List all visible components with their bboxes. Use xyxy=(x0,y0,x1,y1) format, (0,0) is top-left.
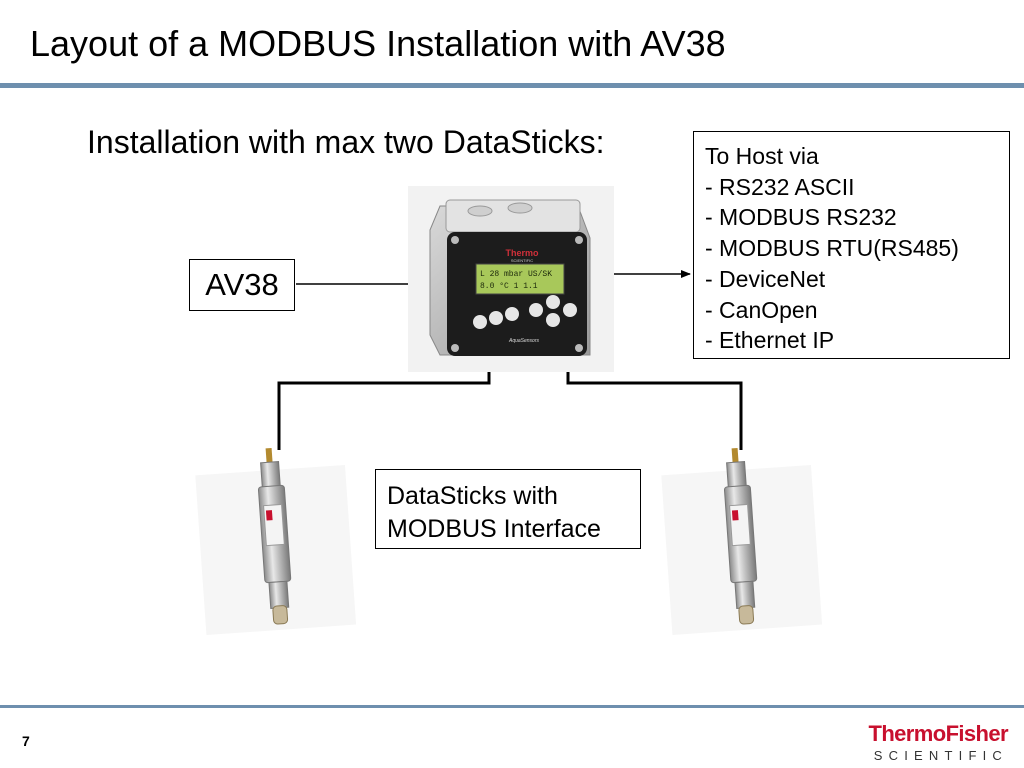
footer-divider xyxy=(0,705,1024,708)
device-brand: Thermo xyxy=(505,248,539,258)
datasticks-label-box: DataSticks with MODBUS Interface xyxy=(375,469,641,549)
host-connections-box: To Host via - RS232 ASCII - MODBUS RS232… xyxy=(693,131,1010,359)
device-brand-sub: SCIENTIFIC xyxy=(511,258,533,263)
host-line: - MODBUS RTU(RS485) xyxy=(705,233,1009,264)
device-footer-label: AquaSensors xyxy=(508,338,540,344)
host-line: - MODBUS RS232 xyxy=(705,202,1009,233)
datasticks-line: DataSticks with xyxy=(387,480,640,513)
device-screen-line2: 8.0 °C 1 1.1 xyxy=(480,282,538,291)
av38-label-box: AV38 xyxy=(189,259,295,311)
host-line: To Host via xyxy=(705,141,1009,172)
logo-wordmark: ThermoFisher xyxy=(869,722,1009,746)
logo-subtext: SCIENTIFIC xyxy=(869,748,1009,764)
device-screen-line1: L 28 mbar US/SK xyxy=(480,270,552,279)
page-number: 7 xyxy=(22,733,30,749)
host-line: - Ethernet IP xyxy=(705,325,1009,356)
thermo-fisher-logo: ThermoFisher SCIENTIFIC xyxy=(869,722,1009,764)
datasticks-line: MODBUS Interface xyxy=(387,513,640,546)
host-line: - CanOpen xyxy=(705,295,1009,326)
host-line: - DeviceNet xyxy=(705,264,1009,295)
datastick-right-image xyxy=(660,443,822,635)
av38-device-image xyxy=(408,186,614,372)
datastick-left-image xyxy=(194,443,356,635)
host-line: - RS232 ASCII xyxy=(705,172,1009,203)
av38-label: AV38 xyxy=(205,267,279,302)
